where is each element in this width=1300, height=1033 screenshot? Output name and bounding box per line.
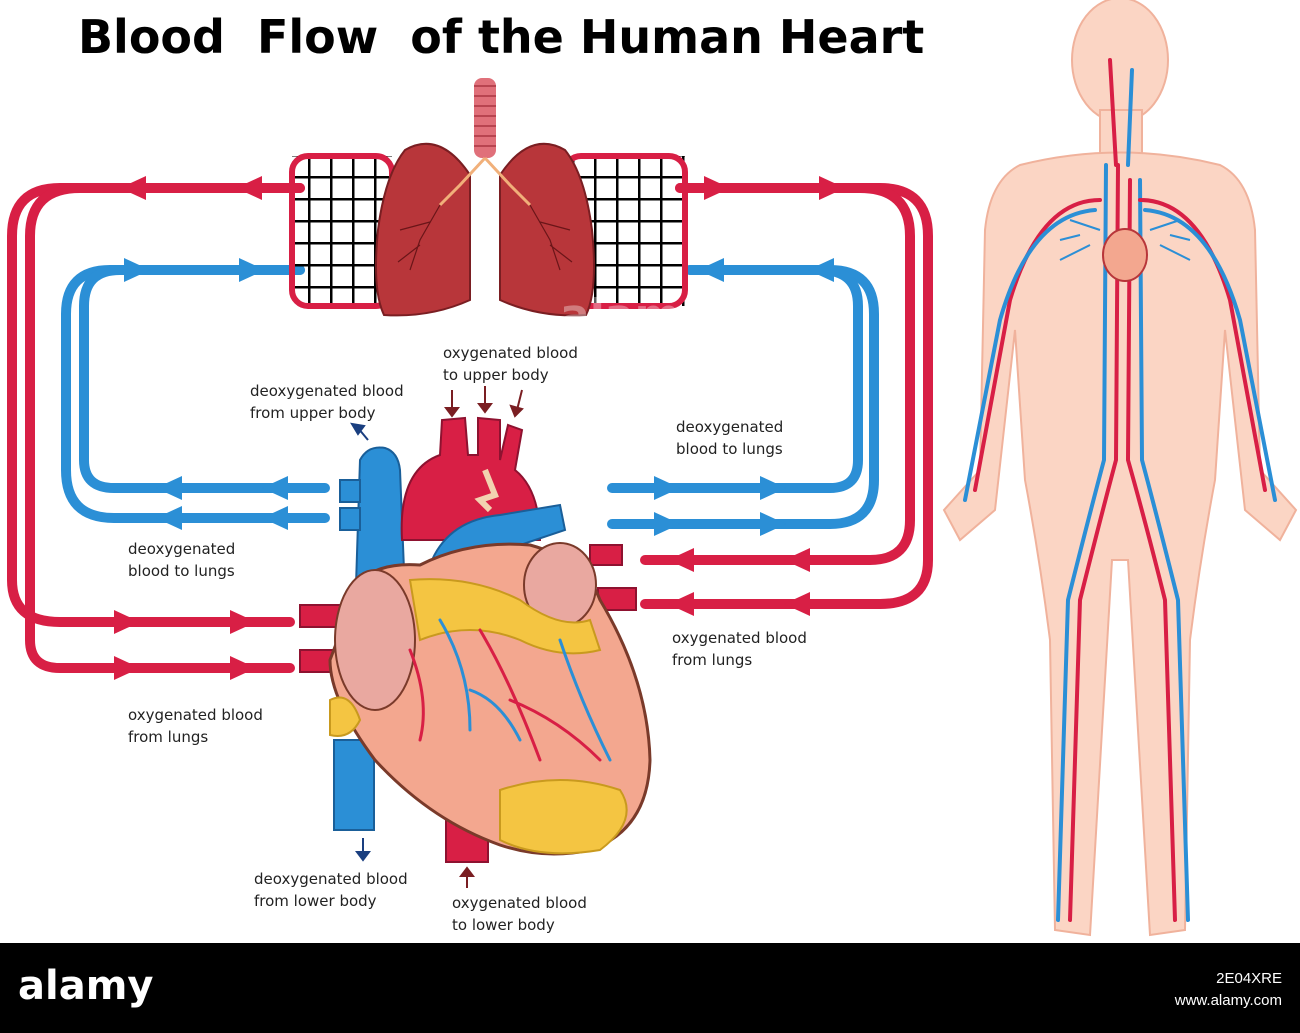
watermark-center: alamy: [560, 290, 709, 341]
label-oxygenated-from-lungs-right: oxygenated blood from lungs: [672, 629, 807, 669]
coronary-fat: [329, 578, 628, 855]
arrow-blue-mid-left-4: [262, 506, 288, 530]
human-body-circulation-illustration: [942, 0, 1298, 937]
arrow-red-low-right-1: [668, 548, 694, 572]
body-torso: [942, 151, 1298, 937]
arrow-red-low-right-2: [784, 548, 810, 572]
arrow-red-low-right-4: [784, 592, 810, 616]
red-loop-right: [640, 183, 933, 609]
arrow-red-low-left-2: [230, 610, 256, 634]
arrow-red-right-2: [819, 176, 845, 200]
image-id: 2E04XRE www.alamy.com: [1174, 970, 1282, 1009]
circulation-loops: [6, 183, 933, 673]
trachea: [474, 78, 496, 158]
arrow-blue-right-1: [698, 258, 724, 282]
inferior-vena-cava: [333, 739, 375, 831]
arrow-red-left-1: [120, 176, 146, 200]
lungs-illustration: [289, 78, 688, 317]
arrow-red-low-right-3: [668, 592, 694, 616]
arrow-red-left-2: [236, 176, 262, 200]
alamy-logo: alamy: [18, 963, 154, 1009]
right-lung: [499, 142, 595, 317]
body-heart-icon: [1102, 228, 1148, 282]
watermark-footer: alamy 2E04XRE www.alamy.com: [0, 943, 1300, 1033]
label-pointers: [350, 386, 524, 888]
arrow-blue-mid-right-3: [654, 512, 680, 536]
arrow-blue-mid-left-2: [262, 476, 288, 500]
blue-loop-left: [61, 265, 330, 523]
arrow-red-right-1: [704, 176, 730, 200]
heart-illustration: [299, 416, 652, 863]
label-oxygenated-from-lungs-left: oxygenated blood from lungs: [128, 706, 263, 746]
arrow-blue-left-1: [124, 258, 150, 282]
label-oxygenated-to-upper-body: oxygenated blood to upper body: [443, 344, 578, 384]
aorta-arch: [400, 416, 542, 541]
arrow-red-low-left-4: [230, 656, 256, 680]
label-deoxygenated-from-upper-body: deoxygenated blood from upper body: [250, 382, 404, 422]
arrow-blue-mid-left-3: [156, 506, 182, 530]
page-title: Blood Flow of the Human Heart: [78, 10, 925, 64]
label-oxygenated-to-lower-body: oxygenated blood to lower body: [452, 894, 587, 934]
body-head: [1071, 0, 1169, 123]
superior-vena-cava: [354, 446, 406, 587]
left-lung: [375, 142, 471, 317]
blood-flow-diagram: [6, 0, 1298, 937]
label-deoxygenated-to-lungs-left: deoxygenated blood to lungs: [128, 540, 236, 580]
arrow-blue-mid-left-1: [156, 476, 182, 500]
arrow-red-low-left-1: [114, 610, 140, 634]
label-deoxygenated-from-lower-body: deoxygenated blood from lower body: [254, 870, 408, 910]
arrow-red-low-left-3: [114, 656, 140, 680]
label-deoxygenated-to-lungs-right: deoxygenated blood to lungs: [676, 418, 784, 458]
arrow-blue-mid-right-4: [760, 512, 786, 536]
red-loop-left: [6, 183, 305, 627]
arrow-blue-mid-right-1: [654, 476, 680, 500]
right-atrium: [334, 569, 416, 711]
arrow-blue-left-2: [239, 258, 265, 282]
arrow-blue-right-2: [808, 258, 834, 282]
arrow-blue-mid-right-2: [760, 476, 786, 500]
flow-arrows: [114, 176, 845, 680]
